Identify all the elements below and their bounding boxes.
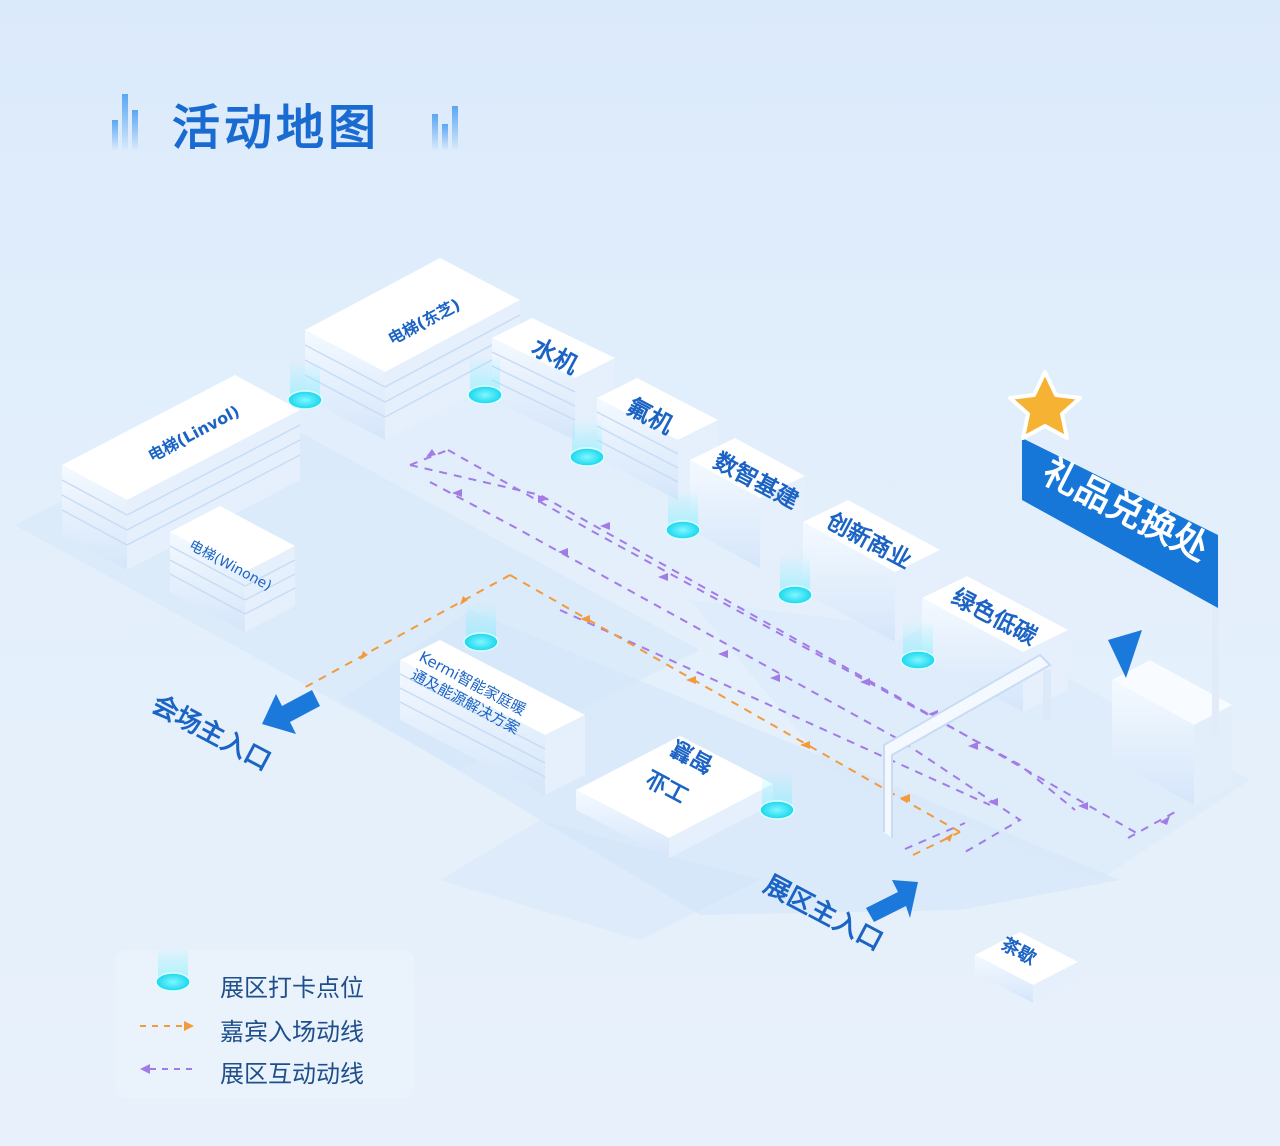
checkpoint-5[interactable] <box>777 555 813 605</box>
arrow-left-icon <box>140 1064 150 1074</box>
checkpoints <box>287 355 936 820</box>
location-pin-icon <box>1108 630 1142 678</box>
zone-water-chiller[interactable]: 水机 <box>491 318 615 440</box>
checkpoint-6[interactable] <box>900 620 936 670</box>
entrance-arch <box>883 653 1052 838</box>
legend-interactive-route: 展区互动动线 <box>220 1060 364 1088</box>
zone-tea-break[interactable]: 茶歇 <box>975 932 1078 1003</box>
zone-digital-infra[interactable]: 数智基建 <box>690 438 805 568</box>
checkpoint-3[interactable] <box>569 418 605 467</box>
checkpoint-4[interactable] <box>665 490 701 540</box>
guest-route-arrows <box>360 596 953 842</box>
interactive-routes <box>409 449 1176 856</box>
arrow-right-icon <box>184 1021 194 1031</box>
interactive-route-arrows <box>426 449 1170 825</box>
zone-kermi[interactable]: Kermi智能家庭暖 通及能源解决方案 <box>399 640 585 795</box>
guest-routes <box>299 574 961 856</box>
zone-smart-industry[interactable]: 智慧 工业 <box>576 734 773 858</box>
legend-checkpoint: 展区打卡点位 <box>220 974 364 1002</box>
title-deco-left <box>112 86 138 150</box>
venue-main-entrance-label: 会场主入口 <box>147 690 276 778</box>
page-title: 活动地图 <box>172 100 381 156</box>
map-title-block: 活动地图 <box>112 86 472 156</box>
checkpoint-2[interactable] <box>467 355 503 405</box>
venue-entrance-arrow-icon <box>262 690 320 734</box>
checkpoint-1[interactable] <box>287 360 323 410</box>
checkpoint-7[interactable] <box>463 602 499 652</box>
gift-exchange[interactable]: 礼品兑换处 <box>1008 370 1232 805</box>
zone-elevator-toshiba[interactable]: 电梯(东芝) <box>304 258 521 440</box>
checkpoint-8[interactable] <box>759 770 795 820</box>
zone-fluorine-chiller[interactable]: 氟机 <box>596 378 718 500</box>
zone-elevator-linvol[interactable]: 电梯(Linvol) <box>61 375 301 570</box>
checkpoint-icon <box>155 972 191 992</box>
legend-markers <box>140 950 194 1074</box>
star-icon <box>1008 370 1082 440</box>
title-deco-right <box>432 86 458 150</box>
gift-flag <box>1022 438 1218 608</box>
zone-elevator-winone[interactable]: 电梯(Winone) <box>169 506 296 632</box>
legend-guest-route: 嘉宾入场动线 <box>220 1018 364 1046</box>
exhibition-entrance-arrow-icon <box>866 880 918 922</box>
map-legend: 展区打卡点位 嘉宾入场动线 展区互动动线 <box>116 950 414 1098</box>
